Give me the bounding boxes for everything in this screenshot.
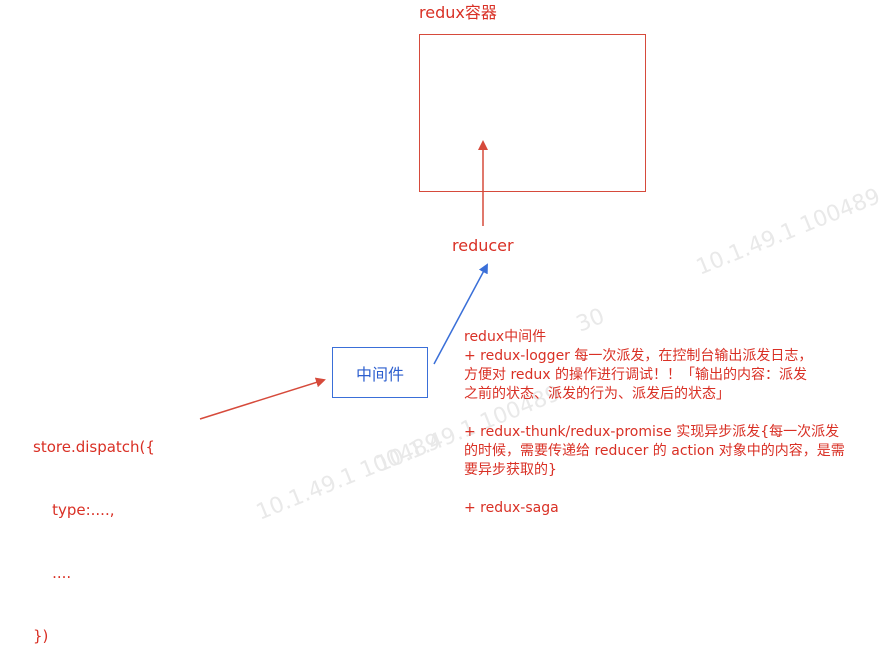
notes-line: + redux-saga bbox=[464, 500, 559, 516]
middleware-notes: redux中间件 + redux-logger 每一次派发，在控制台输出派发日志… bbox=[464, 328, 886, 518]
arrows-layer bbox=[199, 140, 488, 420]
notes-spacer bbox=[464, 480, 886, 499]
code-line: .... bbox=[33, 564, 72, 582]
notes-line: 方便对 redux 的操作进行调试！！「输出的内容：派发 bbox=[464, 367, 808, 383]
code-line: type:...., bbox=[33, 501, 115, 519]
dispatch-code: store.dispatch({ type:...., .... }) bbox=[33, 395, 155, 668]
notes-spacer bbox=[464, 404, 886, 423]
code-line: }) bbox=[33, 627, 49, 645]
middleware-box: 中间件 bbox=[332, 347, 428, 398]
notes-line: + redux-thunk/redux-promise 实现异步派发{每一次派发 bbox=[464, 424, 840, 440]
middleware-to-reducer-arrow bbox=[433, 263, 488, 365]
notes-line: + redux-logger 每一次派发，在控制台输出派发日志， bbox=[464, 348, 813, 364]
notes-line: 之前的状态、派发的行为、派发后的状态」 bbox=[464, 386, 730, 402]
store-title: redux容器 bbox=[419, 3, 497, 22]
notes-line: 要异步获取的} bbox=[464, 462, 557, 478]
notes-heading: redux中间件 bbox=[464, 329, 547, 345]
store-box bbox=[419, 34, 646, 192]
code-line: store.dispatch({ bbox=[33, 438, 155, 456]
reducer-label: reducer bbox=[452, 236, 514, 255]
notes-line: 的时候，需要传递给 reducer 的 action 对象中的内容，是需 bbox=[464, 443, 845, 459]
middleware-label: 中间件 bbox=[355, 364, 404, 384]
dispatch-to-middleware-arrow bbox=[199, 377, 326, 420]
